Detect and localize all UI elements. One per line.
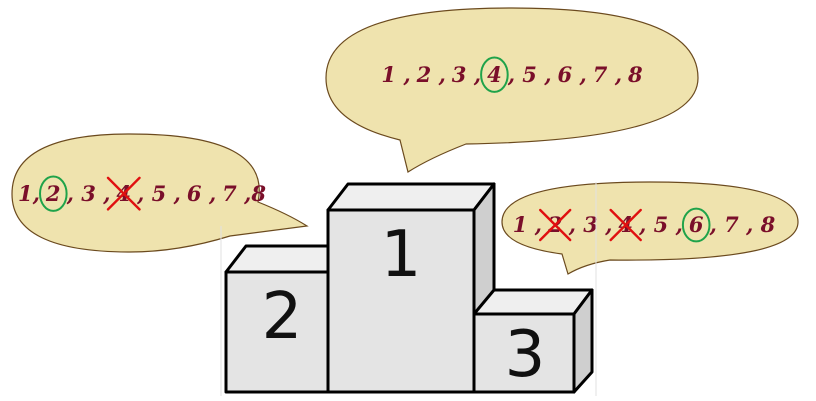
sequence-top-item-4: , 5 , (507, 62, 552, 87)
cross-mark-right-1-1 (539, 208, 572, 242)
sequence-left-item-4: , 5 , (136, 181, 181, 206)
sequence-top-item-3: 4 (487, 62, 502, 87)
sequence-top: 1 ,2 ,3 ,4, 5 ,6 ,7 ,8 (381, 56, 643, 93)
podium-second-front (224, 270, 330, 394)
podium-label-third: 3 (505, 318, 546, 392)
speech-bubble-right-shape (501, 181, 799, 275)
sequence-left-item-1: 2 (45, 181, 61, 206)
sequence-right-item-4: , 5 , (638, 212, 683, 237)
podium-label-first: 1 (381, 218, 422, 292)
speech-bubble-left: 1,2, 3 ,4, 5 ,6 ,7 ,8 (11, 133, 309, 253)
podium-first-front (326, 208, 476, 394)
sequence-right-item-2: , 3 , (568, 212, 613, 237)
speech-bubble-top-shape (325, 7, 699, 173)
circle-mark-left-1 (39, 175, 68, 212)
sequence-right-item-0: 1 , (513, 212, 542, 237)
cross-mark-right-3-1 (609, 208, 642, 242)
cross-mark-left-3-1 (106, 176, 141, 211)
sequence-top-item-2: 3 , (452, 62, 481, 87)
circle-mark-top-3 (480, 56, 509, 93)
sequence-left-item-0: 1, (18, 181, 40, 206)
sequence-top-item-5: 6 , (558, 62, 587, 87)
sequence-left-item-2: , 3 , (66, 181, 111, 206)
sequence-top-item-7: 8 (627, 62, 643, 87)
sequence-left-item-5: 6 , (187, 181, 216, 206)
sequence-right: 1 ,2, 3 ,4, 5 ,6, 7 , 8 (513, 207, 776, 243)
speech-bubble-left-shape (11, 133, 309, 253)
sequence-right-item-6: , 7 , 8 (709, 212, 776, 237)
sequence-left-item-6: 7 ,8 (222, 181, 266, 206)
sequence-top-item-0: 1 , (381, 62, 410, 87)
sequence-top-item-1: 2 , (416, 62, 446, 87)
sequence-right-item-5: 6 (689, 212, 704, 237)
podium-first-top (326, 182, 496, 212)
podium-third-front (472, 312, 576, 394)
podium (224, 182, 594, 394)
podium-label-second: 2 (262, 280, 303, 354)
circle-mark-right-5 (681, 207, 711, 243)
sequence-left: 1,2, 3 ,4, 5 ,6 ,7 ,8 (18, 175, 266, 212)
speech-bubble-right: 1 ,2, 3 ,4, 5 ,6, 7 , 8 (501, 181, 799, 275)
sequence-top-item-6: 7 , (593, 62, 622, 87)
speech-bubble-top: 1 ,2 ,3 ,4, 5 ,6 ,7 ,8 (325, 7, 699, 173)
